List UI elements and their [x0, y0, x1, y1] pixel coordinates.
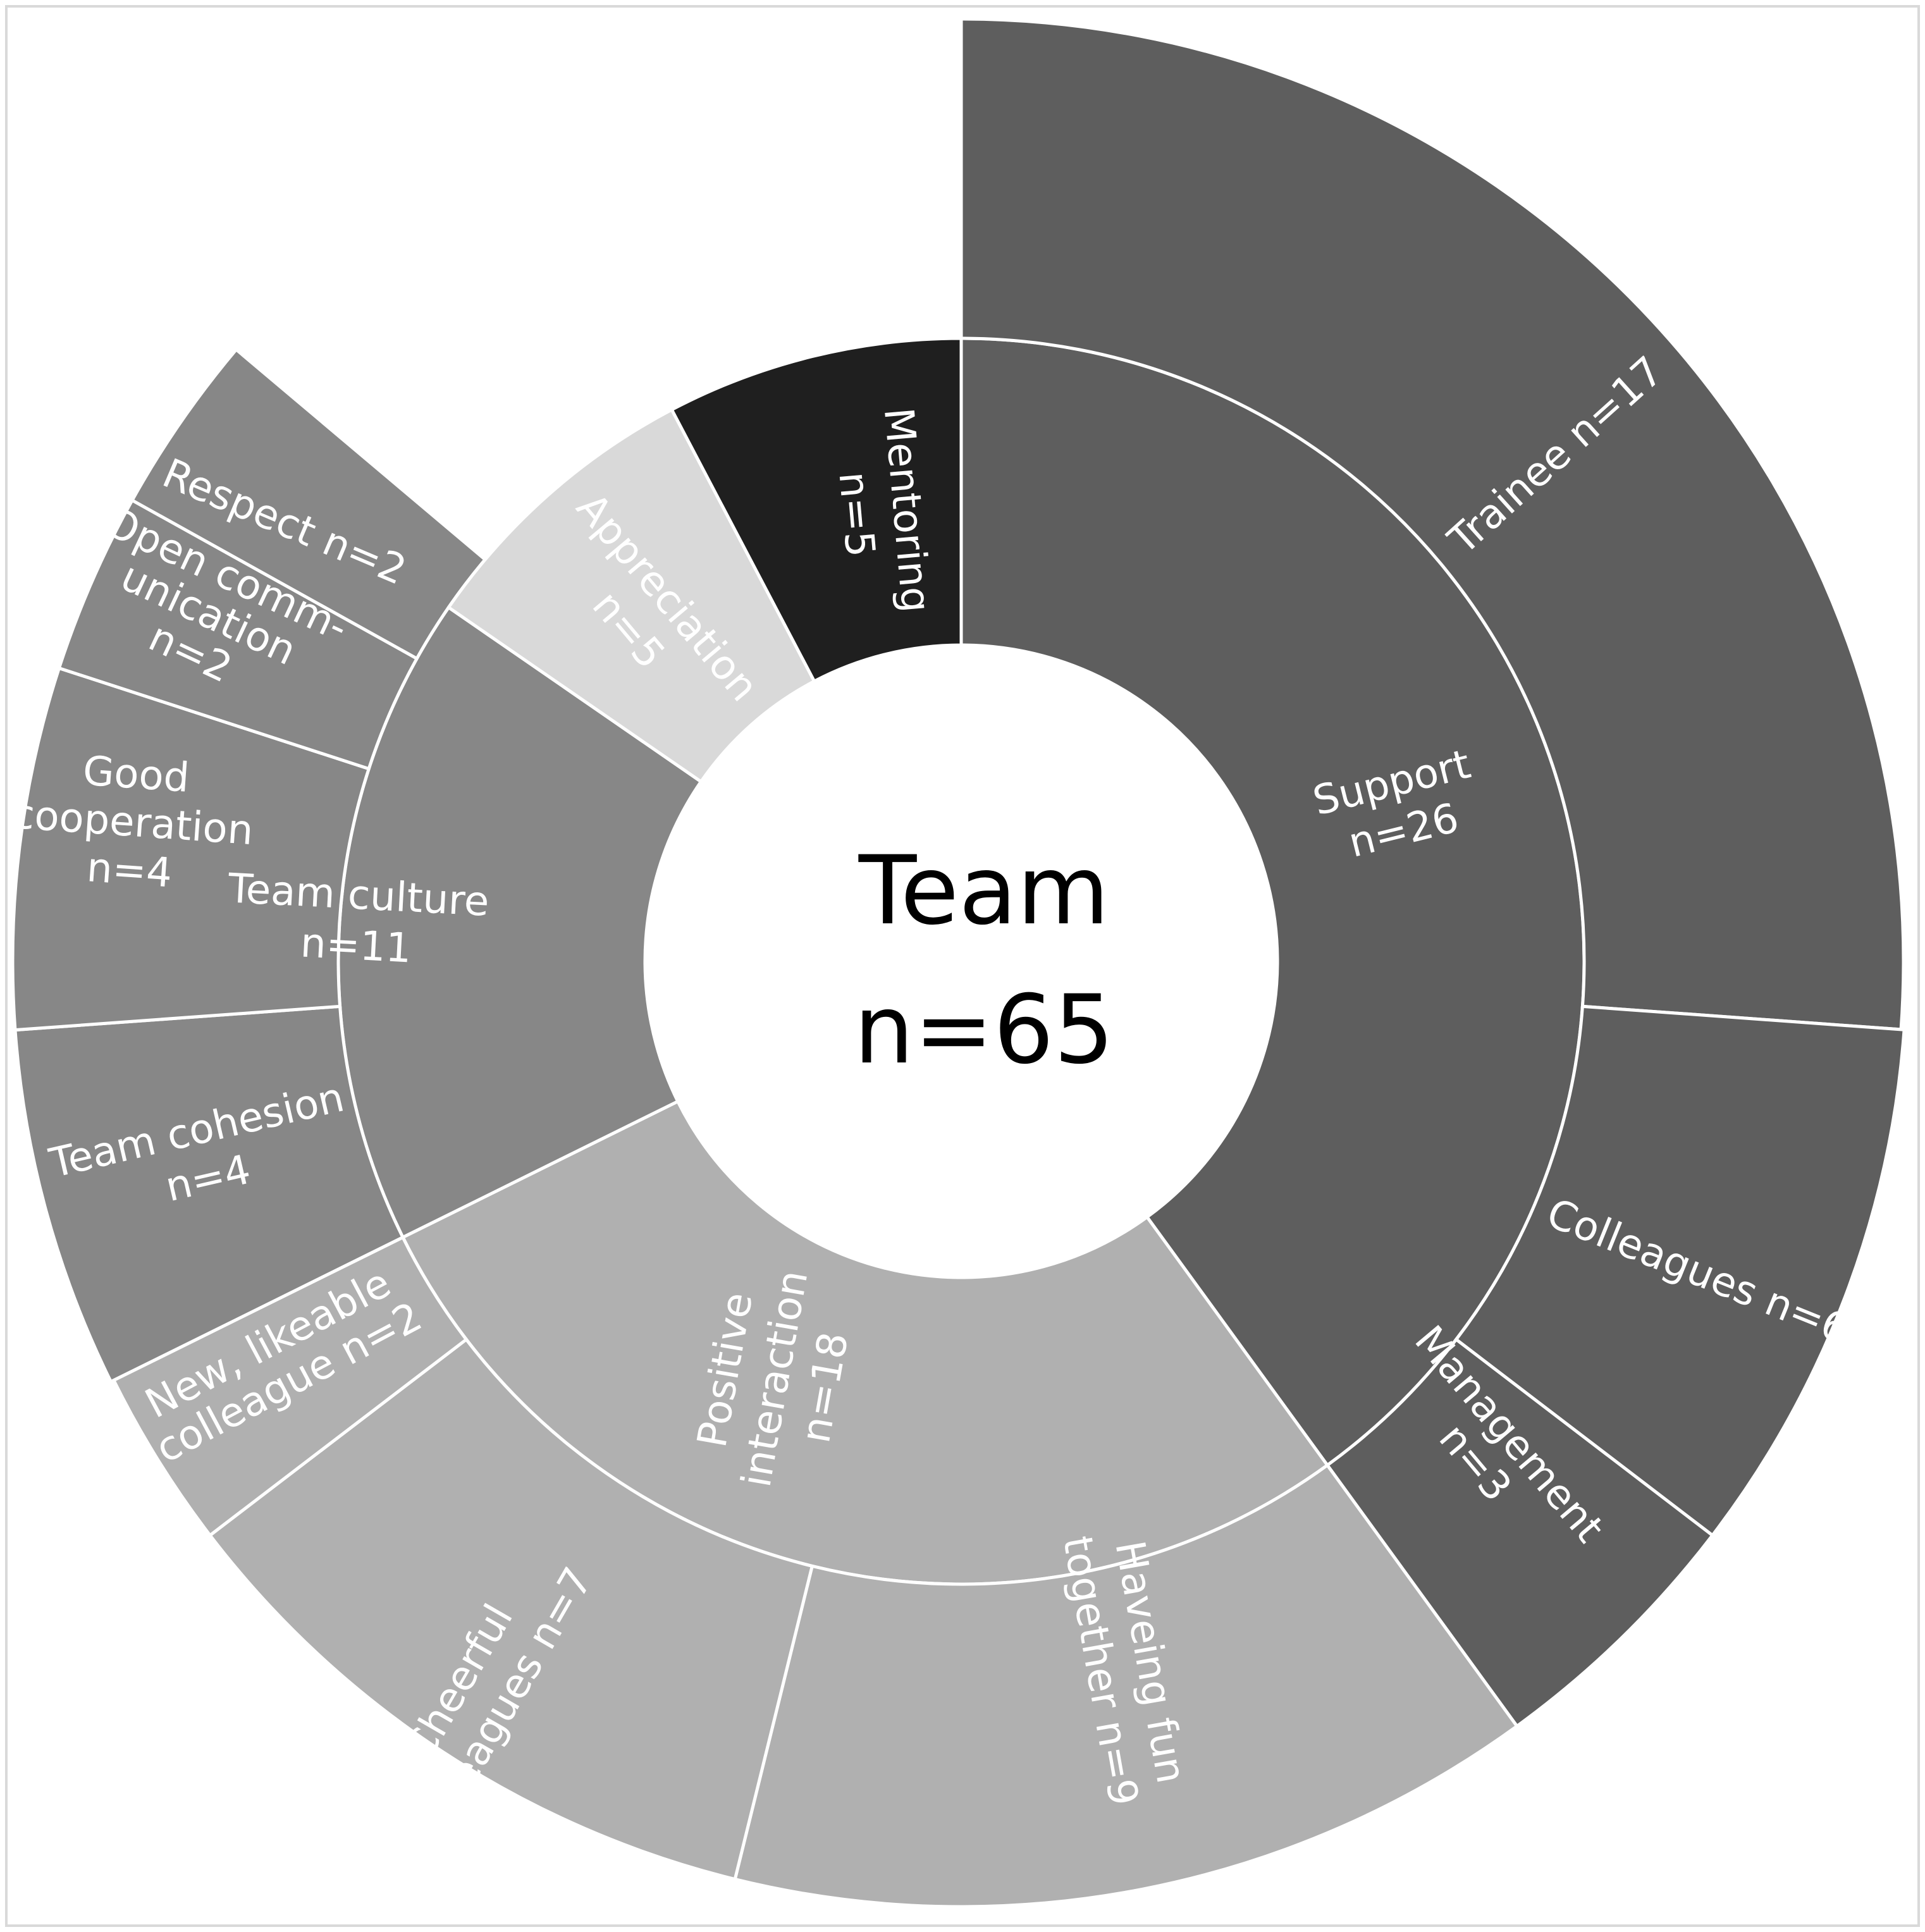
label-mentoring-line-2: n=5: [829, 470, 883, 559]
segment-colleagues: [1454, 1004, 1906, 1538]
segment-respect: [130, 347, 488, 661]
label-cooperation-line-1: Good: [82, 748, 191, 802]
center-title: Team: [858, 836, 1109, 946]
sunburst-segments: [11, 17, 1906, 1909]
label-culture-line-2: n=11: [299, 920, 412, 972]
segment-haveing-fun-together: [733, 1463, 1520, 1909]
segment-cheerful-colleagues: [207, 1337, 815, 1881]
chart-frame: [5, 5, 1920, 1927]
segment-mentoring: [669, 336, 963, 684]
center-total: n=65: [854, 975, 1114, 1085]
label-cooperation-line-3: n=4: [85, 844, 174, 897]
segment-appreciation: [446, 407, 817, 784]
segment-trainee: [959, 17, 1905, 1031]
